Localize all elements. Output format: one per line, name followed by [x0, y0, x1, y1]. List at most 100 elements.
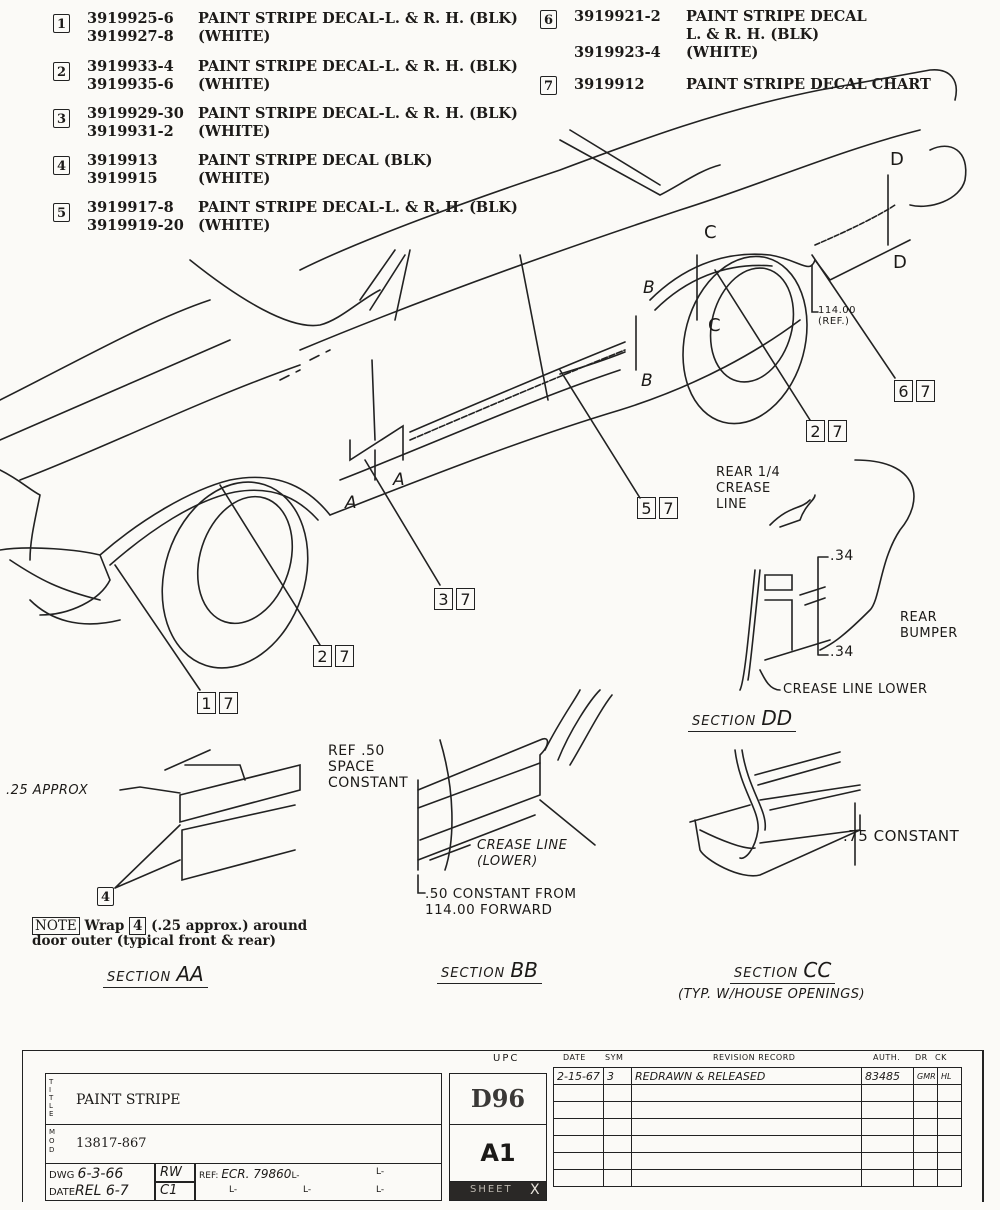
- part-description: PAINT STRIPE DECAL-L. & R. H. (BLK): [198, 10, 518, 27]
- part-description: (WHITE): [686, 44, 759, 61]
- revision-cell-ck: [937, 1084, 962, 1102]
- rear-wheel-arch-inner: [654, 264, 773, 311]
- paint-stripe: [409, 349, 626, 441]
- section-aa-leader-4: [114, 824, 181, 889]
- revision-cell-dr: [913, 1101, 938, 1119]
- revision-cell-record: [631, 1084, 862, 1102]
- belt-line: [299, 129, 921, 351]
- rear-bumper-label: REAR BUMPER: [900, 610, 958, 641]
- revision-cell-record: REDRAWN & RELEASED: [631, 1067, 862, 1085]
- leader-line-2-7-front: [219, 484, 321, 646]
- revision-cell-record: [631, 1118, 862, 1136]
- ref-slot: L-: [303, 1185, 312, 1195]
- revision-cell-dr: [913, 1169, 938, 1187]
- revision-cell-ck: [937, 1101, 962, 1119]
- callout-3-7: 3 7: [434, 588, 475, 610]
- column-header-ck: CK: [935, 1053, 947, 1062]
- revision-cell-date: [553, 1169, 604, 1187]
- callout-1-7: 1 7: [197, 692, 238, 714]
- section-cc-channel: [694, 814, 861, 877]
- upc-label: UPC: [493, 1053, 520, 1064]
- revision-cell-sym: 3: [603, 1067, 632, 1085]
- dwg-label: DWG: [49, 1170, 75, 1181]
- item-4-box: 4: [97, 887, 114, 906]
- part-number: 3919929-30: [87, 105, 184, 122]
- revision-cell-record: [631, 1152, 862, 1170]
- rear-wheel-arch: [649, 253, 816, 301]
- section-aa-part: [179, 763, 301, 824]
- callout-box: 2: [806, 420, 825, 442]
- revision-row: [553, 1101, 962, 1119]
- part-description: PAINT STRIPE DECAL: [686, 8, 867, 25]
- door-seam: [371, 254, 549, 441]
- section-dd-rear-quarter: [819, 459, 915, 651]
- part-description: (WHITE): [198, 170, 271, 187]
- revision-record-header: DATE SYM REVISION RECORD AUTH. DR CK: [553, 1053, 963, 1067]
- revision-cell-date: [553, 1084, 604, 1102]
- note-ref-box: 4: [129, 917, 147, 935]
- revision-cell-sym: [603, 1169, 632, 1187]
- revision-cell-record: [631, 1101, 862, 1119]
- section-marker-c: C: [704, 222, 718, 243]
- window-pillar: [359, 249, 411, 321]
- revision-cell-ck: [937, 1152, 962, 1170]
- dwg-date: 6-3-66: [77, 1166, 124, 1182]
- revision-row: [553, 1135, 962, 1153]
- callout-box: 7: [659, 497, 678, 519]
- part-number: 3919912: [574, 76, 645, 93]
- callout-6-7: 6 7: [894, 380, 935, 402]
- callout-box: 5: [637, 497, 656, 519]
- revision-cell-date: [553, 1152, 604, 1170]
- callout-box: 2: [313, 645, 332, 667]
- rear-quarter-crease-label: REAR 1/4 CREASE LINE: [716, 465, 781, 512]
- revision-cell-dr: [913, 1118, 938, 1136]
- upc-code-cell: D96: [449, 1073, 547, 1125]
- car-side-view-drawing: [0, 69, 967, 894]
- section-bb-leader: [539, 799, 596, 846]
- revision-cell-date: [553, 1135, 604, 1153]
- paint-stripe: [409, 341, 626, 433]
- section-cc-stripe: [754, 751, 841, 786]
- dimension-114-leader: [811, 264, 819, 313]
- revision-cell-sym: [603, 1135, 632, 1153]
- section-dd-title: SECTION DD: [688, 706, 797, 732]
- part-description: (WHITE): [198, 123, 271, 140]
- leader-line-1-7: [114, 564, 201, 691]
- part-number: 3919935-6: [87, 76, 174, 93]
- callout-2-7-front: 2 7: [313, 645, 354, 667]
- title-block-frame: [22, 1050, 982, 1202]
- column-header-dr: DR: [915, 1053, 928, 1062]
- part-description: (WHITE): [198, 28, 271, 45]
- sheet-label: SHEET: [470, 1184, 513, 1195]
- part-description: L. & R. H. (BLK): [686, 26, 820, 43]
- ref-value: ECR. 79860: [221, 1167, 292, 1181]
- callout-box: 7: [828, 420, 847, 442]
- revision-row: [553, 1152, 962, 1170]
- sheet-value: X: [530, 1182, 540, 1198]
- sheet-code-cell: A1: [449, 1124, 547, 1182]
- column-header-auth: AUTH.: [873, 1053, 901, 1062]
- front-tire: [161, 481, 309, 669]
- ref-slot: L-: [376, 1185, 385, 1195]
- lower-body-line: [339, 369, 621, 481]
- part-number: 3919927-8: [87, 28, 174, 45]
- revision-cell-ck: [937, 1118, 962, 1136]
- column-header-date: DATE: [563, 1053, 586, 1062]
- revision-cell-ck: HL: [937, 1067, 962, 1085]
- quarter-window: [559, 129, 721, 196]
- section-dd-body: [739, 569, 761, 691]
- item-number-box: 1: [53, 14, 70, 33]
- revision-cell-auth: [861, 1135, 914, 1153]
- revision-cell-sym: [603, 1101, 632, 1119]
- section-bb-door: [439, 739, 453, 871]
- item-number-box: 7: [540, 76, 557, 95]
- rear-quarter-stripe: [814, 204, 896, 246]
- drawing-title: PAINT STRIPE: [76, 1092, 181, 1108]
- revision-cell-record: [631, 1169, 862, 1187]
- section-dd-crease: [769, 494, 816, 528]
- callout-5-7: 5 7: [637, 497, 678, 519]
- revision-cell-ck: [937, 1135, 962, 1153]
- crease-line-lower-bb-label: CREASE LINE (LOWER): [477, 838, 568, 869]
- leader-line-3-7: [364, 459, 441, 586]
